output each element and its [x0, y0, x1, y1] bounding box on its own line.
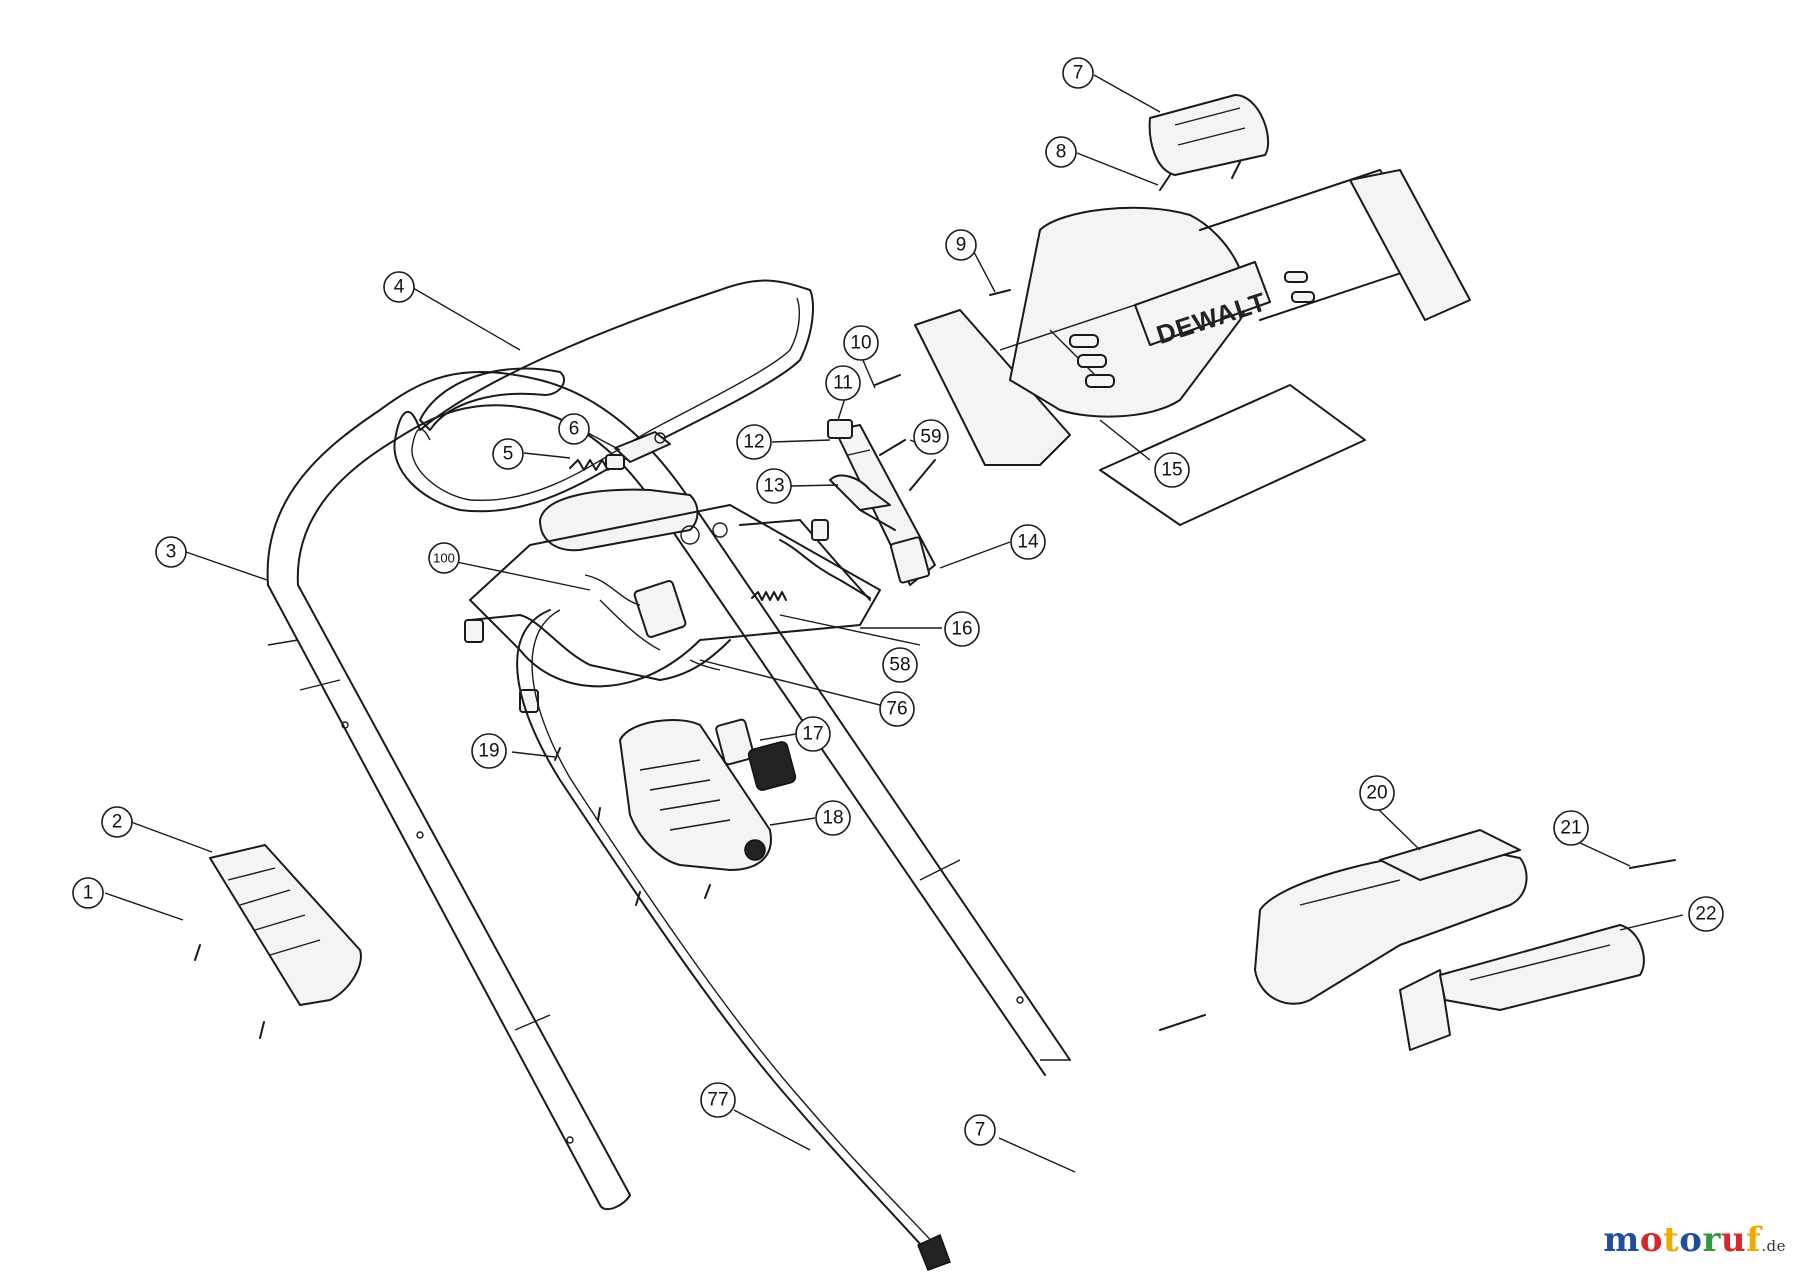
- callout-9: 9: [945, 229, 977, 261]
- callout-2: 2: [101, 806, 133, 838]
- callout-label: 21: [1560, 818, 1581, 839]
- callout-17: 17: [795, 716, 831, 752]
- callout-11: 11: [825, 365, 861, 401]
- callout-label: 18: [822, 808, 843, 829]
- callout-label: 100: [433, 551, 455, 566]
- handle-cover-part: [1148, 94, 1270, 191]
- callout-label: 77: [707, 1090, 728, 1111]
- callout-59: 59: [913, 419, 949, 455]
- watermark-letter: o: [1639, 1220, 1664, 1260]
- callout-14: 14: [1010, 524, 1046, 560]
- callout-19: 19: [471, 733, 507, 769]
- spring-part: [569, 454, 625, 471]
- callout-label: 17: [802, 724, 823, 745]
- clip-part: [614, 431, 671, 463]
- callout-label: 19: [478, 741, 499, 762]
- small-cover-part: [1439, 924, 1645, 1011]
- watermark-letter: f: [1746, 1220, 1762, 1260]
- watermark-letter: t: [1663, 1220, 1680, 1260]
- side-housing-part: [209, 844, 362, 1006]
- callout-label: 15: [1161, 460, 1182, 481]
- wire-76-part: [689, 659, 721, 671]
- callout-7-top: 7: [1062, 57, 1094, 89]
- watermark-letter: m: [1603, 1220, 1640, 1260]
- callout-21: 21: [1553, 810, 1589, 846]
- leader-lines: [104, 74, 1684, 1173]
- key-part: [715, 718, 797, 791]
- callout-label: 16: [951, 619, 972, 640]
- site-watermark: motoruf.de: [1603, 1220, 1786, 1260]
- callout-4: 4: [383, 271, 415, 303]
- callout-label: 12: [743, 432, 764, 453]
- callout-label: 1: [83, 883, 94, 904]
- callout-label: 22: [1695, 904, 1716, 925]
- callout-12: 12: [736, 424, 772, 460]
- callout-label: 7: [975, 1120, 986, 1141]
- callout-label: 5: [503, 444, 514, 465]
- large-cover-part: [1159, 829, 1528, 1051]
- callout-100: 100: [428, 542, 460, 574]
- spring-58-part: [751, 591, 787, 601]
- callout-label: 2: [112, 812, 123, 833]
- callout-label: 59: [920, 427, 941, 448]
- bail-bar-part: [393, 279, 814, 513]
- callout-76: 76: [879, 691, 915, 727]
- battery-holder-part: DEWALT: [914, 169, 1471, 526]
- callout-20: 20: [1359, 775, 1395, 811]
- callout-label: 14: [1017, 532, 1039, 553]
- callout-label: 76: [886, 699, 907, 720]
- callout-13: 13: [756, 468, 792, 504]
- lower-housing-part: [619, 719, 772, 871]
- control-housing-part: [464, 488, 881, 713]
- pin-part: [989, 289, 1011, 296]
- callout-label: 20: [1366, 783, 1387, 804]
- watermark-letter: r: [1702, 1220, 1721, 1260]
- callout-10: 10: [843, 325, 879, 361]
- callout-label: 6: [569, 419, 580, 440]
- callout-58: 58: [882, 647, 918, 683]
- callout-77: 77: [700, 1082, 736, 1118]
- callout-label: 7: [1073, 63, 1084, 84]
- callout-18: 18: [815, 800, 851, 836]
- callout-15: 15: [1154, 452, 1190, 488]
- switch-part: [584, 574, 687, 651]
- callout-label: 10: [850, 333, 871, 354]
- screw-parts: [194, 747, 711, 1039]
- callout-7-bottom: 7: [964, 1114, 996, 1146]
- callout-label: 4: [394, 277, 405, 298]
- watermark-letter: u: [1720, 1220, 1747, 1260]
- cable-part: [516, 609, 951, 1271]
- watermark-letter: o: [1679, 1220, 1703, 1260]
- callout-label: 13: [763, 476, 784, 497]
- callout-label: 11: [833, 373, 853, 394]
- callout-22: 22: [1688, 896, 1724, 932]
- callout-16: 16: [944, 611, 980, 647]
- watermark-suffix: .de: [1761, 1237, 1786, 1255]
- callout-1: 1: [72, 877, 104, 909]
- callout-label: 8: [1056, 142, 1067, 163]
- callout-label: 58: [889, 655, 910, 676]
- latch-assembly-part: [827, 374, 936, 586]
- callout-label: 3: [166, 542, 177, 563]
- callout-label: 9: [956, 235, 967, 256]
- callout-6: 6: [558, 413, 590, 445]
- pin-21-part: [1629, 859, 1676, 869]
- callout-5: 5: [492, 438, 524, 470]
- callout-3: 3: [155, 536, 187, 568]
- callout-8: 8: [1045, 136, 1077, 168]
